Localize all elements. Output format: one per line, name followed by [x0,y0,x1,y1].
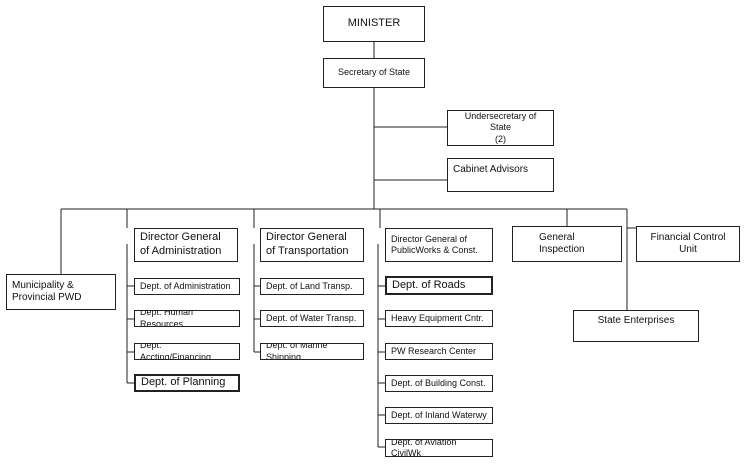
financial-control-box: Financial Control Unit [636,226,740,262]
dg-publicworks-box: Director General of PublicWorks & Const. [385,228,493,262]
dept-planning-box: Dept. of Planning [134,374,240,392]
undersecretary-line1: Undersecretary of State [464,111,537,133]
pw-research-center-box: PW Research Center [385,343,493,360]
financial-control-line1: Financial Control [650,231,726,243]
dept-water-transp-box: Dept. of Water Transp. [260,310,364,327]
dept-administration-box: Dept. of Administration [134,278,240,295]
dg-publicworks-line2: PublicWorks & Const. [391,245,478,255]
dept-roads-box: Dept. of Roads [385,276,493,295]
dg-administration-box: Director General of Administration [134,228,238,262]
financial-control-line2: Unit [679,244,697,255]
secretary-of-state-box: Secretary of State [323,58,425,88]
dept-marine-shipping-box: Dept. of Marine Shipping [260,343,364,360]
dept-human-resources-box: Dept. Human Resources [134,310,240,327]
dg-transportation-box: Director General of Transportation [260,228,364,262]
minister-box: MINISTER [323,6,425,42]
municipality-box: Municipality & Provincial PWD [6,274,116,310]
dept-aviation-civilwk-box: Dept. of Aviation CivilWk [385,439,493,457]
dept-inland-waterwy-box: Dept. of Inland Waterwy [385,407,493,424]
state-enterprises-box: State Enterprises [573,310,699,342]
dept-land-transp-box: Dept. of Land Transp. [260,278,364,295]
undersecretary-line2: (2) [495,133,506,144]
general-inspection-box: General Inspection [512,226,622,262]
dept-accting-financing-box: Dept. Accting/Financing [134,343,240,360]
heavy-equipment-cntr-box: Heavy Equipment Cntr. [385,310,493,327]
dg-publicworks-line1: Director General of [391,233,468,244]
undersecretary-box: Undersecretary of State (2) [447,110,554,146]
dept-building-const-box: Dept. of Building Const. [385,375,493,392]
cabinet-advisors-box: Cabinet Advisors [447,158,554,192]
